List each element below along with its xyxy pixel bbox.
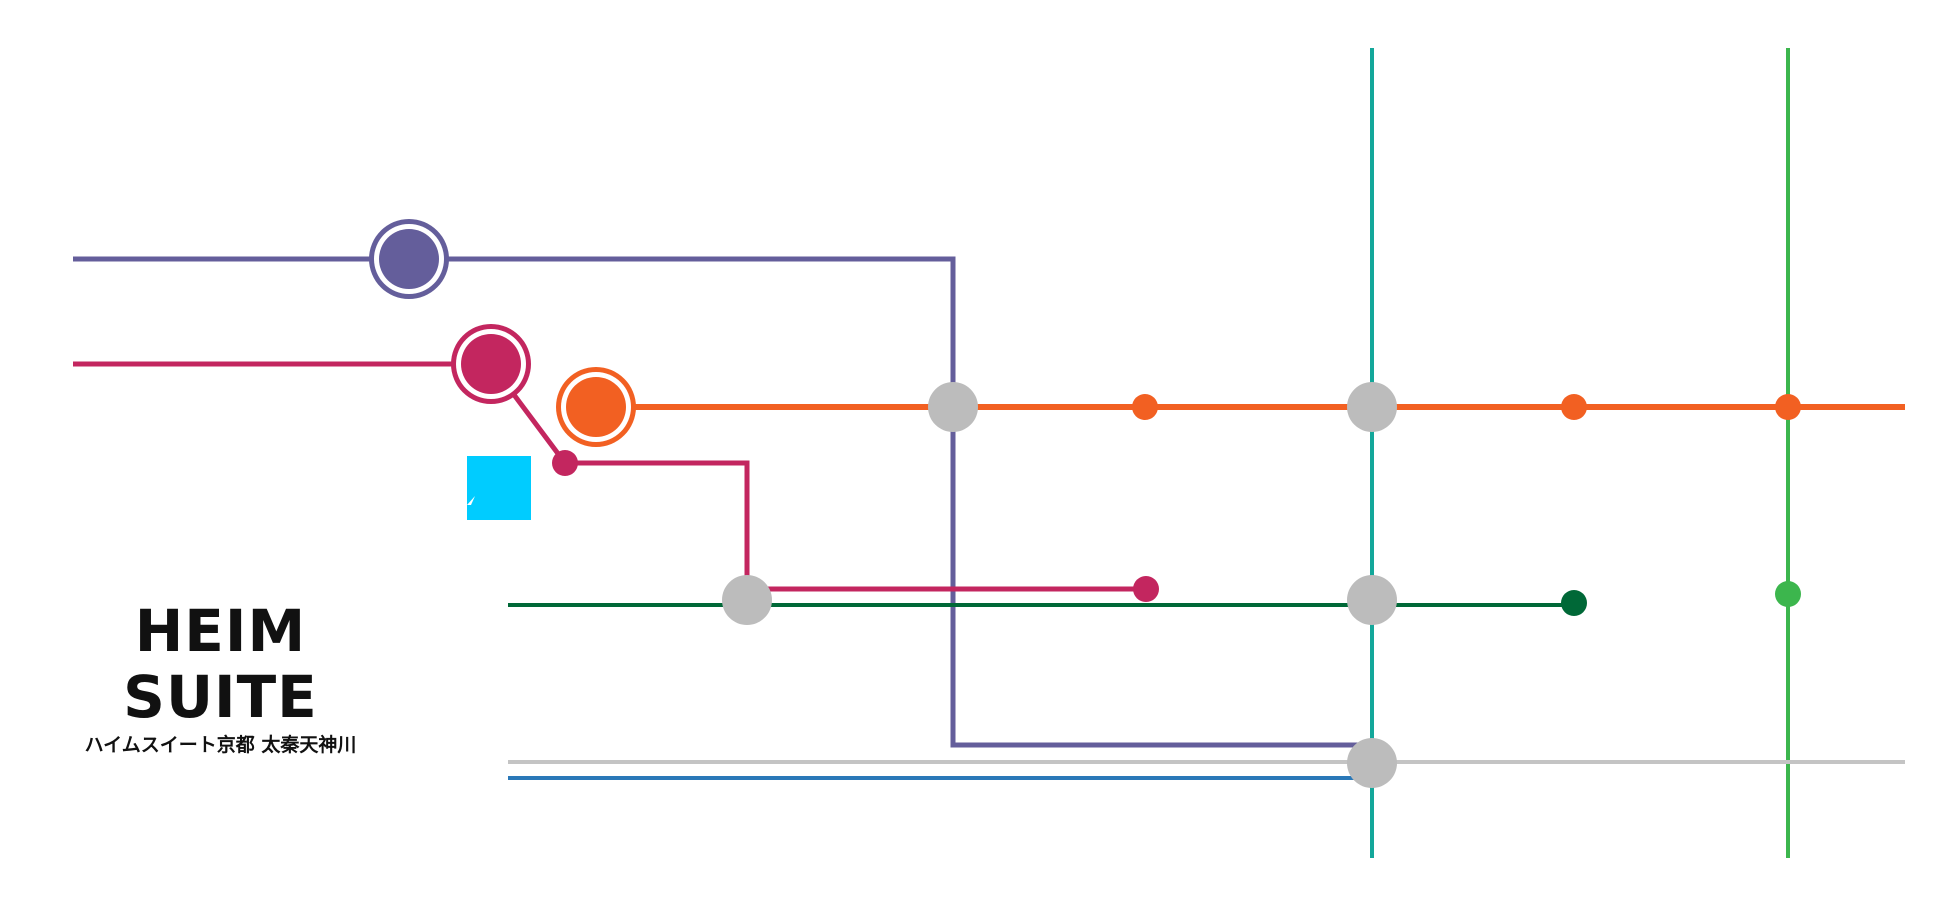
station-dot	[1132, 394, 1158, 420]
terminal-station	[556, 367, 636, 447]
station-dot	[552, 450, 578, 476]
brand-subtitle: ハイムスイート京都 太秦天神川	[84, 734, 357, 756]
interchange-station	[1347, 738, 1397, 788]
station-dot	[1561, 590, 1587, 616]
magenta-line	[73, 361, 1146, 592]
station-dot	[1561, 394, 1587, 420]
terminal-station	[451, 324, 531, 404]
station-dot	[1133, 576, 1159, 602]
terminal-station	[369, 219, 449, 299]
interchange-station	[928, 382, 978, 432]
station-dot	[1775, 394, 1801, 420]
brand-logo: HEIM SUITE ハイムスイート京都 太秦天神川	[48, 598, 393, 758]
interchange-station	[1347, 575, 1397, 625]
interchange-station	[1347, 382, 1397, 432]
interchange-station	[722, 575, 772, 625]
purple-line	[73, 256, 1372, 748]
brand-name: HEIM SUITE	[123, 597, 318, 731]
location-marker	[467, 456, 531, 520]
station-dot	[1775, 581, 1801, 607]
dark-green-line	[508, 603, 1576, 607]
